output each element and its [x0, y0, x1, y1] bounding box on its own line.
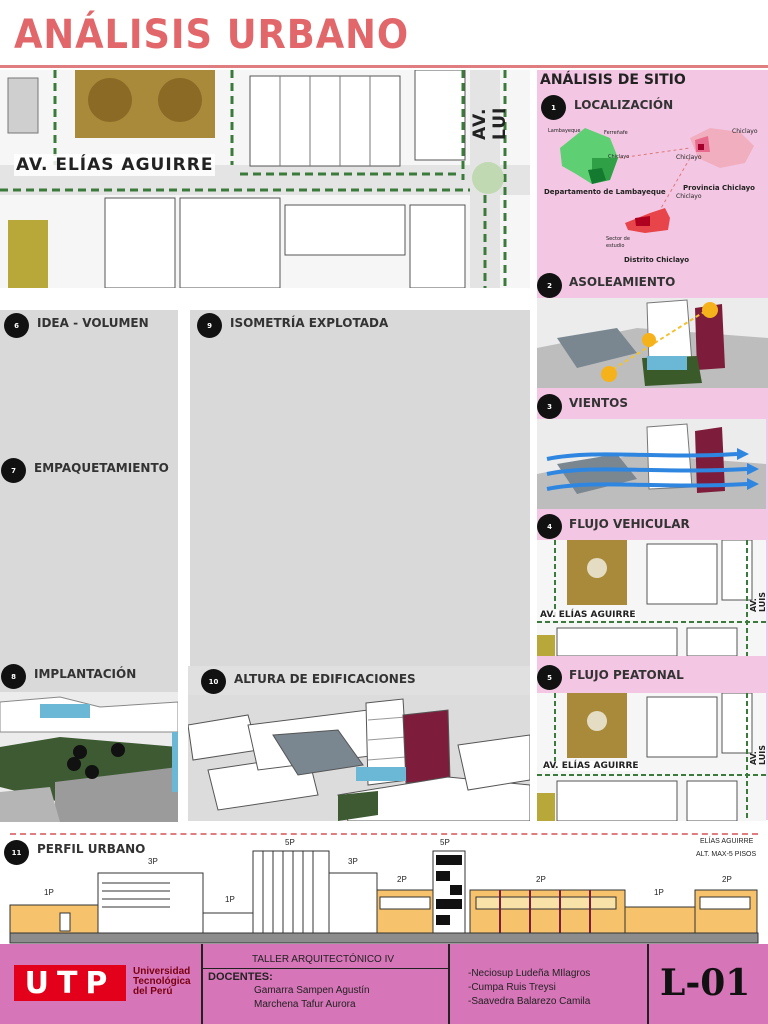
section-number-6: 6	[4, 313, 29, 338]
site-analysis-heading: ANÁLISIS DE SITIO	[540, 72, 686, 88]
idea-volumen-panel	[0, 310, 178, 692]
section-number-9: 9	[197, 313, 222, 338]
page-title: ANÁLISIS URBANO	[14, 12, 410, 58]
isometria-panel	[190, 310, 530, 695]
university-name-line-1: Universidad	[133, 966, 191, 977]
section-number-10: 10	[201, 669, 226, 694]
floor-label-3: 1P	[225, 895, 235, 904]
street-label-av-luis: AV. LUI	[470, 106, 510, 140]
ped-label-elias: AV. ELÍAS AGUIRRE	[543, 761, 639, 771]
sheet-number: L-01	[660, 962, 751, 1004]
utp-logo: UTP	[14, 965, 126, 1001]
flow-label-elias: AV. ELÍAS AGUIRRE	[540, 610, 636, 620]
section-label-asoleamiento: ASOLEAMIENTO	[569, 275, 676, 289]
pedestrian-flow-drawing	[537, 693, 766, 821]
vehicle-flow-map: AV. ELÍAS AGUIRRE AV. LUIS GONZ	[537, 540, 766, 656]
location-maps: Lambayeque Ferreñafe Chiclayo Departamen…	[540, 118, 766, 270]
map-label-sector: Sector de estudio	[606, 236, 630, 249]
section-label-localizacion: LOCALIZACIÓN	[574, 98, 674, 112]
footer-divider-1	[201, 944, 203, 1024]
section-number-5: 5	[537, 665, 562, 690]
map-label-chiclayo-dep: Chiclayo	[608, 154, 630, 160]
university-name-line-3: del Perú	[133, 986, 173, 997]
section-number-3: 3	[537, 394, 562, 419]
perfil-dashed-top	[10, 833, 758, 835]
map-label-provincia: Provincia Chiclayo	[683, 184, 755, 192]
floor-label-8: 2P	[536, 875, 546, 884]
perfil-note-height: ALT. MAX-5 PISOS	[696, 851, 757, 858]
university-name: Universidad Tecnológica del Perú	[133, 967, 191, 997]
title-underline	[0, 65, 768, 68]
floor-label-7: 5P	[440, 838, 450, 847]
floor-label-9: 1P	[654, 888, 664, 897]
student-3: -Saavedra Balarezo Camila	[468, 996, 591, 1007]
title-block	[0, 944, 768, 1024]
sun-diagram-drawing	[537, 299, 768, 388]
altura-drawing	[188, 695, 530, 821]
section-number-2: 2	[537, 273, 562, 298]
wind-diagram-drawing	[537, 423, 766, 509]
implantacion-render	[0, 692, 178, 822]
docente-1: Gamarra Sampen Agustín	[254, 985, 370, 996]
docente-2: Marchena Tafur Aurora	[254, 999, 356, 1010]
footer-hline	[201, 968, 448, 969]
section-label-implantacion: IMPLANTACIÓN	[34, 667, 137, 681]
wind-diagram	[537, 419, 766, 509]
floor-label-1: 1P	[44, 888, 54, 897]
map-drawing	[0, 70, 530, 288]
map-label-distrito: Distrito Chiclayo	[624, 256, 690, 264]
altura-render	[188, 695, 530, 821]
section-number-11: 11	[4, 840, 29, 865]
university-name-line-2: Tecnológica	[133, 976, 191, 987]
sun-diagram	[537, 298, 768, 388]
section-number-4: 4	[537, 514, 562, 539]
map-label-chiclayo-b: Chiclayo	[676, 154, 702, 161]
map-label-chiclayo-c: Chiclayo	[676, 193, 702, 200]
section-label-empaquetamiento: EMPAQUETAMIENTO	[34, 461, 169, 475]
taller-label: TALLER ARQUITECTÓNICO IV	[252, 954, 395, 965]
section-label-flujo-peatonal: FLUJO PEATONAL	[569, 668, 684, 682]
section-number-1: 1	[541, 95, 566, 120]
map-label-ferrenafe: Ferreñafe	[604, 130, 628, 136]
map-label-chiclayo-a: Chiclayo	[732, 128, 758, 135]
student-1: -Neciosup Ludeña MIlagros	[468, 968, 591, 979]
map-label-departamento: Departamento de Lambayeque	[544, 188, 666, 196]
flow-label-luis: AV. LUIS GONZ	[749, 591, 766, 612]
section-label-idea-volumen: IDEA - VOLUMEN	[37, 316, 149, 330]
ped-label-luis: AV. LUIS GONZ	[749, 744, 766, 765]
section-number-7: 7	[1, 458, 26, 483]
floor-label-2: 3P	[148, 857, 158, 866]
floor-label-10: 2P	[722, 875, 732, 884]
student-2: -Cumpa Ruis Treysi	[468, 982, 556, 993]
floor-label-4: 5P	[285, 838, 295, 847]
urban-elevation-drawing	[9, 850, 759, 944]
street-label-elias-aguirre: AV. ELÍAS AGUIRRE	[14, 154, 216, 176]
location-map-drawing	[560, 128, 754, 233]
vehicle-flow-drawing	[537, 540, 766, 656]
floor-label-6: 2P	[397, 875, 407, 884]
urban-elevation: 1P 3P 1P 5P 3P 2P 5P 2P 1P 2P	[0, 835, 768, 945]
pedestrian-flow-map: AV. ELÍAS AGUIRRE AV. LUIS GONZ	[537, 693, 766, 821]
docentes-label: DOCENTES:	[208, 971, 273, 983]
perfil-note-street: ELÍAS AGUIRRE	[700, 838, 754, 845]
map-label-lambayeque: Lambayeque	[548, 128, 581, 134]
floor-label-5: 3P	[348, 857, 358, 866]
implantacion-drawing	[0, 696, 178, 822]
section-label-perfil-urbano: PERFIL URBANO	[37, 842, 146, 856]
utp-logo-text: UTP	[24, 965, 116, 1001]
footer-divider-2	[448, 944, 450, 1024]
site-map: AV. ELÍAS AGUIRRE AV. LUI	[0, 70, 530, 288]
section-label-altura: ALTURA DE EDIFICACIONES	[234, 672, 416, 686]
section-number-8: 8	[1, 664, 26, 689]
section-label-vientos: VIENTOS	[569, 396, 629, 410]
section-label-isometria: ISOMETRÍA EXPLOTADA	[230, 316, 389, 330]
section-label-flujo-vehicular: FLUJO VEHICULAR	[569, 517, 690, 531]
footer-divider-3	[647, 944, 649, 1024]
